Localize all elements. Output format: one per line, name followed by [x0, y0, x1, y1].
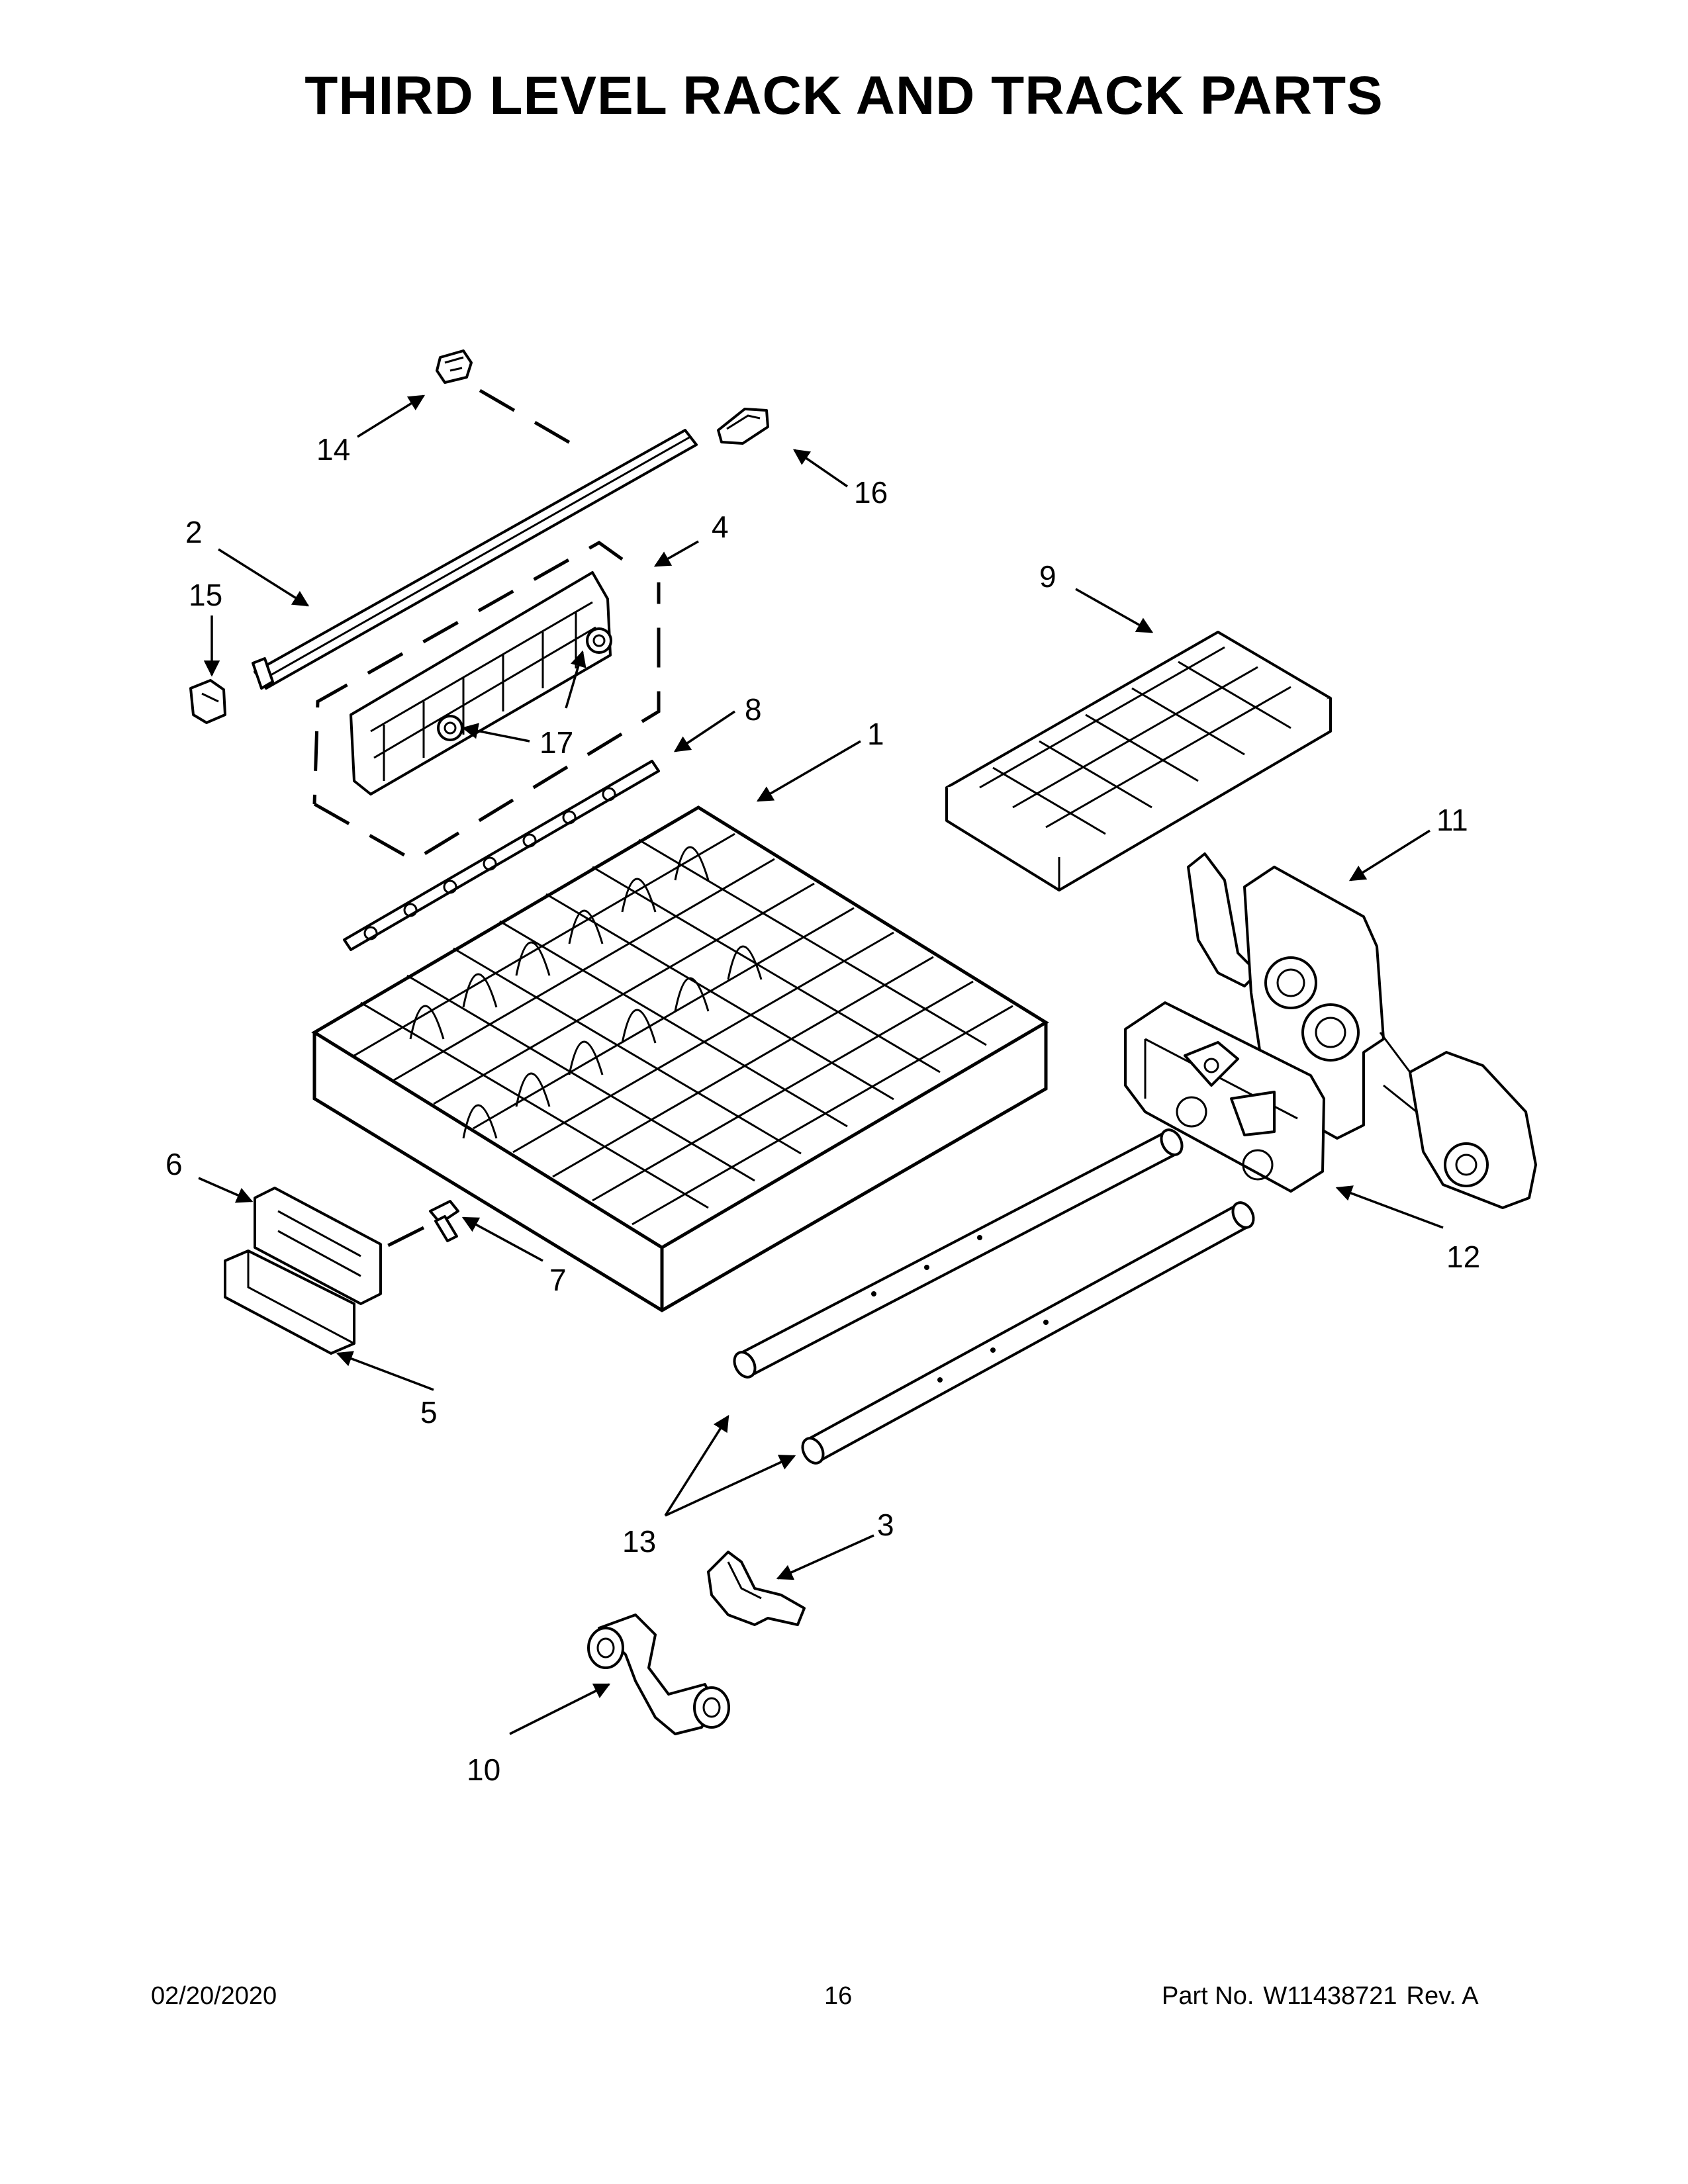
footer-part-info: Part No. W11438721 Rev. A [1162, 1982, 1488, 2011]
part-10-roller-bracket [587, 1614, 730, 1735]
page-title: THIRD LEVEL RACK AND TRACK PARTS [305, 66, 1383, 126]
callout-14: 14 [316, 432, 350, 467]
callout-16: 16 [854, 475, 888, 510]
callout-5: 5 [420, 1395, 438, 1430]
part-1-wire-rack [311, 805, 1049, 1312]
part-8-roller-strip [343, 760, 660, 951]
part-7-assembly-line [383, 1226, 425, 1250]
part-7-screw [429, 1200, 459, 1242]
footer-part-label: Part No. [1162, 1982, 1254, 2010]
part-13-tubes [733, 1128, 1255, 1465]
callout-8: 8 [745, 692, 762, 727]
footer-date: 02/20/2020 [151, 1982, 277, 2010]
footer-revision: Rev. A [1406, 1982, 1479, 2010]
part-9-cutlery-tray [945, 631, 1332, 891]
callout-17: 17 [539, 725, 573, 760]
part-2-track-rail [252, 429, 698, 690]
part-6-handle-frame [254, 1187, 382, 1305]
callout-1: 1 [867, 717, 884, 751]
callout-4: 4 [712, 510, 729, 544]
part-4-rack-bracket [312, 541, 661, 862]
part-16-end-cap [717, 408, 769, 445]
callout-11: 11 [1436, 803, 1468, 837]
callout-2: 2 [185, 515, 203, 549]
part-5-handle [224, 1250, 355, 1355]
callout-7: 7 [549, 1263, 567, 1297]
part-12-cover [1124, 1001, 1325, 1193]
part-14-clip [436, 349, 473, 384]
callout-3: 3 [877, 1508, 894, 1542]
footer-page-number: 16 [824, 1982, 853, 2010]
footer-part-number: W11438721 [1263, 1982, 1397, 2010]
callout-12: 12 [1446, 1240, 1480, 1274]
callout-9: 9 [1039, 559, 1056, 594]
callout-6: 6 [165, 1147, 183, 1181]
callout-15: 15 [189, 578, 222, 612]
part-3-bracket [707, 1551, 806, 1626]
part-15-end-stop [189, 679, 226, 724]
part-14-assembly-line [479, 388, 584, 452]
callout-13: 13 [622, 1524, 656, 1559]
callout-10: 10 [467, 1752, 500, 1787]
